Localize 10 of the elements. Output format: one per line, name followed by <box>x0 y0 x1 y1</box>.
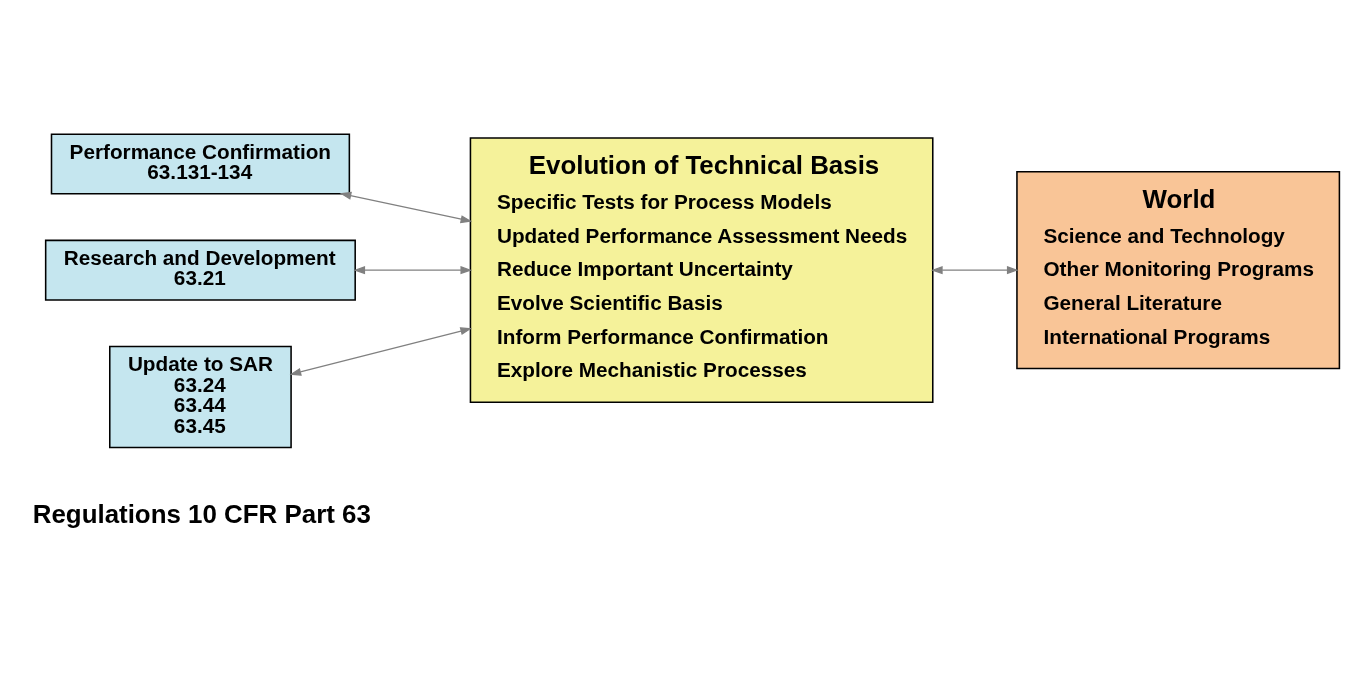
node-box: Performance Confirmation 63.131-134 <box>50 133 351 195</box>
node-box: World Science and Technology Other Monitoring Programs General Literature International Programs <box>1016 170 1341 370</box>
node-box: Update to SAR 63.24 63.44 63.45 <box>109 345 292 449</box>
node-box: Evolution of Technical Basis Specific Tests for Process Models Updated Performance Assessment Needs Reduce Important Uncertainty Evolve Scientific Basis Inform Performance Confirmation Explore Mechanistic Processes <box>469 137 934 404</box>
arrow <box>289 327 472 376</box>
label: Regulations 10 CFR Part 63 <box>32 499 371 528</box>
node-box: Research and Development 63.21 <box>44 239 356 301</box>
arrow <box>339 191 473 224</box>
arrow <box>930 266 1019 275</box>
arrow <box>353 266 473 275</box>
